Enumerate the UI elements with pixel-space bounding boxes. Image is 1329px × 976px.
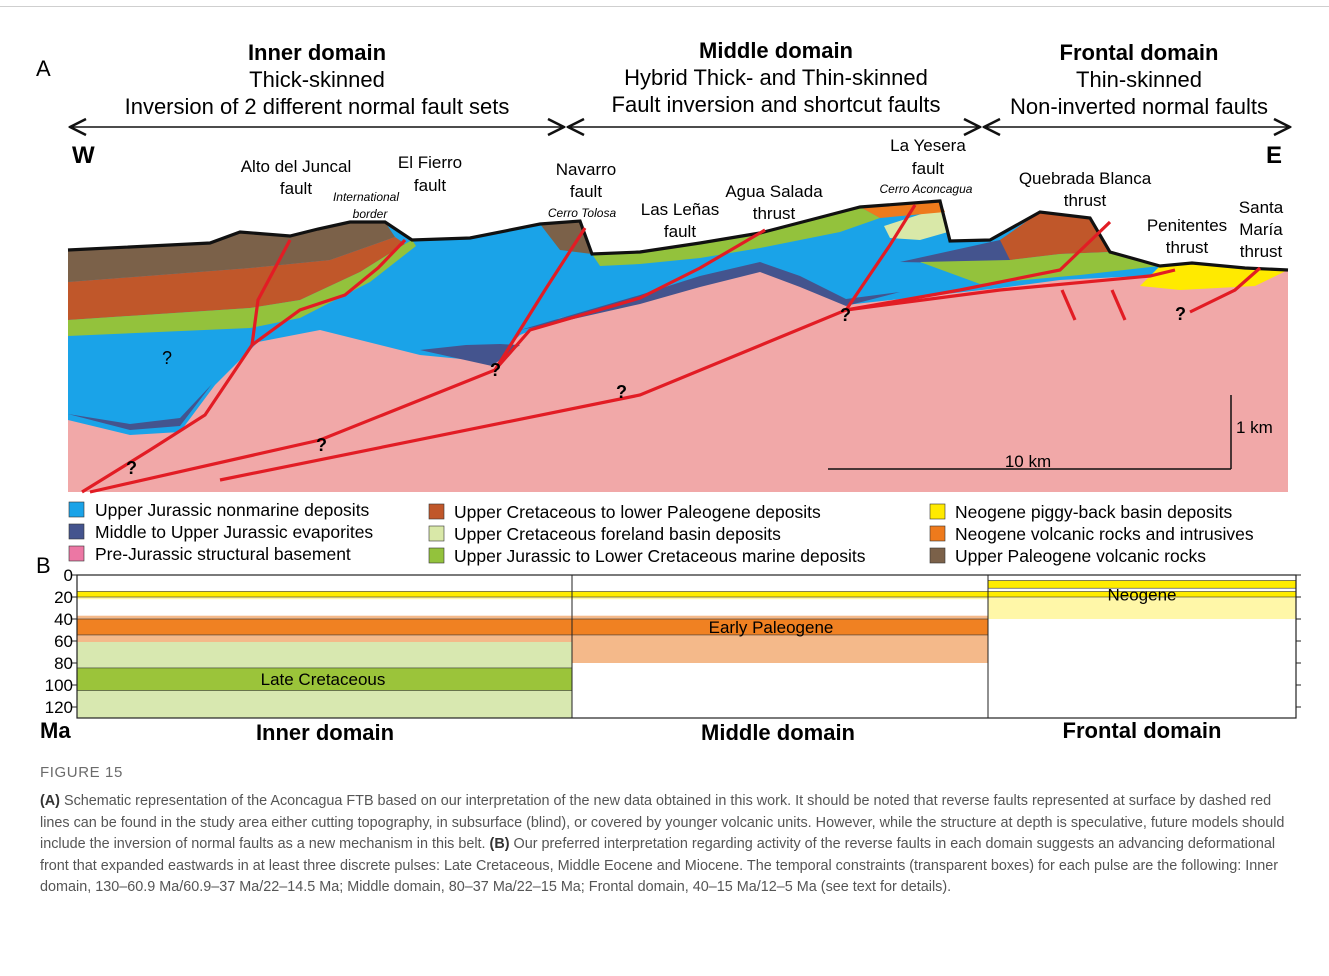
legend-label: Upper Paleogene volcanic rocks bbox=[955, 546, 1206, 566]
label-agua-1: Agua Salada bbox=[725, 182, 823, 201]
y-tick-label: 60 bbox=[54, 632, 73, 651]
domain-middle-name: Middle domain bbox=[699, 38, 853, 63]
label-tolosa: Cerro Tolosa bbox=[548, 206, 617, 220]
caption-b-tag: (B) bbox=[490, 836, 510, 852]
label-yesera-1: La Yesera bbox=[890, 136, 966, 155]
domain-middle-desc: Fault inversion and shortcut faults bbox=[612, 92, 941, 117]
legend-swatch bbox=[69, 502, 84, 517]
label-santa-2: María bbox=[1239, 220, 1283, 239]
label-border-1: International bbox=[333, 190, 399, 204]
west-label: W bbox=[72, 142, 95, 169]
axis-unit-label: Ma bbox=[40, 718, 71, 743]
label-penitentes-2: thrust bbox=[1166, 238, 1209, 257]
legend-swatch bbox=[930, 548, 945, 563]
unknown-mark: ? bbox=[490, 360, 501, 380]
label-santa-3: thrust bbox=[1240, 242, 1283, 261]
figure-15: A Inner domain Thick-skinned Inversion o… bbox=[0, 0, 1329, 760]
legend-swatch bbox=[429, 548, 444, 563]
legend-label: Upper Jurassic nonmarine deposits bbox=[95, 500, 370, 520]
domain-inner-desc: Inversion of 2 different normal fault se… bbox=[125, 94, 510, 119]
label-border-2: border bbox=[353, 207, 389, 221]
y-tick-label: 40 bbox=[54, 610, 73, 629]
unknown-mark: ? bbox=[126, 458, 137, 478]
legend: Upper Jurassic nonmarine deposits Middle… bbox=[69, 500, 1254, 566]
unknown-mark: ? bbox=[162, 348, 172, 368]
legend-swatch bbox=[429, 504, 444, 519]
scale-vertical-label: 1 km bbox=[1236, 418, 1273, 437]
label-santa-1: Santa bbox=[1239, 198, 1284, 217]
figure-caption: FIGURE 15 (A) Schematic representation o… bbox=[40, 764, 1295, 899]
unknown-mark: ? bbox=[616, 382, 627, 402]
label-agua-2: thrust bbox=[753, 204, 796, 223]
legend-label: Middle to Upper Jurassic evaporites bbox=[95, 522, 373, 542]
legend-label: Neogene volcanic rocks and intrusives bbox=[955, 524, 1254, 544]
legend-label: Upper Jurassic to Lower Cretaceous marin… bbox=[454, 546, 866, 566]
legend-label: Neogene piggy-back basin deposits bbox=[955, 502, 1233, 522]
label-fierro-1: El Fierro bbox=[398, 153, 462, 172]
domain-frontal-style: Thin-skinned bbox=[1076, 67, 1202, 92]
legend-swatch bbox=[930, 526, 945, 541]
pulse-label: Early Paleogene bbox=[709, 618, 834, 637]
y-tick-label: 80 bbox=[54, 654, 73, 673]
caption-text: (A) Schematic representation of the Acon… bbox=[40, 791, 1295, 899]
scale-horizontal-label: 10 km bbox=[1005, 452, 1051, 471]
unknown-mark: ? bbox=[840, 305, 851, 325]
legend-label: Upper Cretaceous to lower Paleogene depo… bbox=[454, 502, 821, 522]
y-tick-label: 20 bbox=[54, 588, 73, 607]
legend-swatch bbox=[930, 504, 945, 519]
label-navarro-1: Navarro bbox=[556, 160, 616, 179]
pulse-bar bbox=[572, 592, 988, 598]
cross-section: ? ? ? ? ? ? ? Alto del Juncal fault El F… bbox=[68, 136, 1288, 492]
pulse-label: Late Cretaceous bbox=[261, 670, 386, 689]
legend-label: Pre-Jurassic structural basement bbox=[95, 544, 351, 564]
panel-a-letter: A bbox=[36, 56, 51, 81]
east-label: E bbox=[1266, 142, 1282, 169]
label-fierro-2: fault bbox=[414, 176, 446, 195]
pulse-label: Neogene bbox=[1107, 585, 1176, 604]
domain-label-inner: Inner domain bbox=[256, 720, 394, 745]
domain-header-inner: Inner domain Thick-skinned Inversion of … bbox=[125, 40, 510, 119]
domain-inner-name: Inner domain bbox=[248, 40, 386, 65]
pulse-bar bbox=[77, 592, 572, 598]
label-penitentes-1: Penitentes bbox=[1147, 216, 1227, 235]
legend-swatch bbox=[69, 546, 84, 561]
legend-swatch bbox=[69, 524, 84, 539]
caption-a-tag: (A) bbox=[40, 793, 60, 809]
domain-inner-style: Thick-skinned bbox=[249, 67, 385, 92]
timeline-chart: 0 20 40 60 80 100 120 NeogeneEarly PaleogeneLat… bbox=[45, 566, 1301, 718]
panel-b-letter: B bbox=[36, 553, 51, 578]
domain-label-frontal: Frontal domain bbox=[1063, 718, 1222, 743]
label-alto-2: fault bbox=[280, 179, 312, 198]
label-alto-1: Alto del Juncal bbox=[241, 157, 352, 176]
label-lenas-1: Las Leñas bbox=[641, 200, 719, 219]
domain-header-middle: Middle domain Hybrid Thick- and Thin-ski… bbox=[612, 38, 941, 117]
legend-label: Upper Cretaceous foreland basin deposits bbox=[454, 524, 781, 544]
unknown-mark: ? bbox=[1175, 304, 1186, 324]
label-lenas-2: fault bbox=[664, 222, 696, 241]
domain-label-middle: Middle domain bbox=[701, 720, 855, 745]
domain-frontal-name: Frontal domain bbox=[1060, 40, 1219, 65]
domain-middle-style: Hybrid Thick- and Thin-skinned bbox=[624, 65, 928, 90]
figure-label: FIGURE 15 bbox=[40, 764, 1295, 781]
label-aconcagua: Cerro Aconcagua bbox=[880, 182, 973, 196]
panel-a: A Inner domain Thick-skinned Inversion o… bbox=[36, 38, 1290, 566]
label-quebrada-1: Quebrada Blanca bbox=[1019, 169, 1152, 188]
label-navarro-2: fault bbox=[570, 182, 602, 201]
domain-header-frontal: Frontal domain Thin-skinned Non-inverted… bbox=[1010, 40, 1268, 119]
y-tick-label: 120 bbox=[45, 698, 73, 717]
pulse-bar bbox=[77, 619, 572, 635]
y-tick-label: 100 bbox=[45, 676, 73, 695]
unknown-mark: ? bbox=[316, 435, 327, 455]
legend-swatch bbox=[429, 526, 444, 541]
label-yesera-2: fault bbox=[912, 159, 944, 178]
label-quebrada-2: thrust bbox=[1064, 191, 1107, 210]
domain-frontal-desc: Non-inverted normal faults bbox=[1010, 94, 1268, 119]
y-tick-label: 0 bbox=[64, 566, 73, 585]
